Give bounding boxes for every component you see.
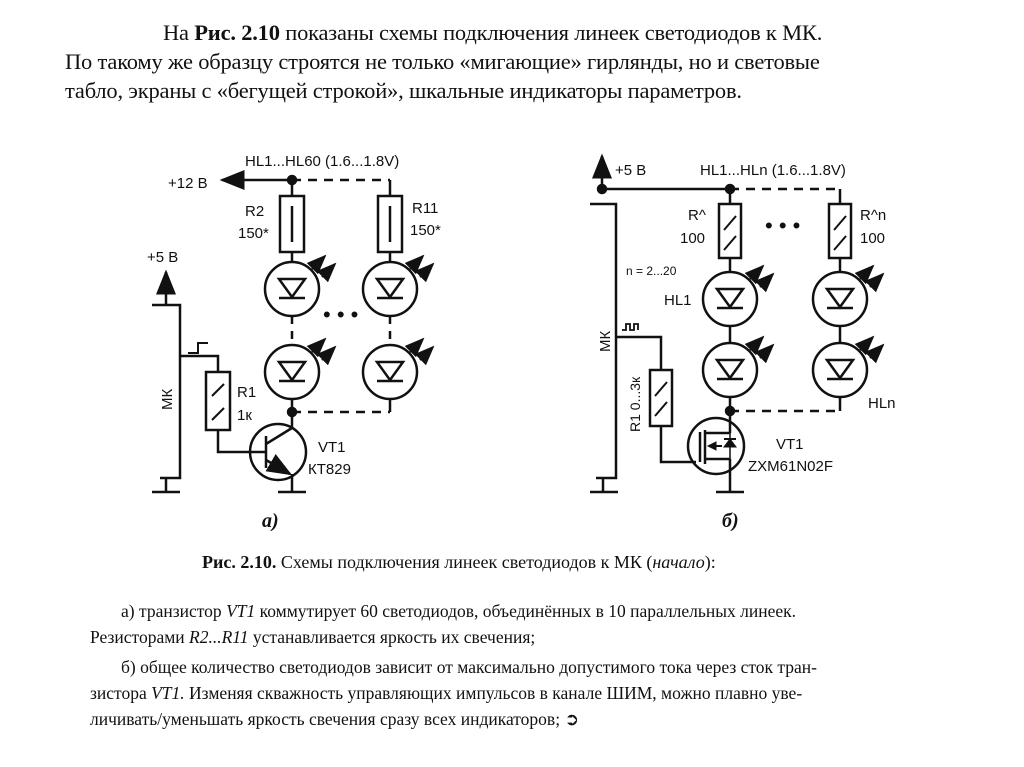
n-range-label: n = 2...20 — [626, 264, 677, 278]
description-a: а) транзистор VT1 коммутирует 60 светоди… — [90, 598, 981, 650]
schematic-a-caption: а) — [262, 510, 279, 532]
caption-ref: Рис. 2.10. — [202, 552, 277, 572]
description-b: б) общее количество светодиодов зависит … — [90, 654, 981, 732]
resistor-r1 — [648, 368, 674, 428]
intro-paragraph: На Рис. 2.10 показаны схемы подключения … — [65, 18, 965, 105]
desc-a-text: устанавливается яркость их свечения; — [248, 627, 536, 647]
intro-prefix: На — [163, 20, 195, 45]
vt1-part: КТ829 — [308, 461, 351, 478]
figure-reference: Рис. 2.10 — [194, 20, 280, 45]
led-icon — [703, 266, 773, 326]
r11-value: 150* — [410, 222, 441, 239]
rn-value: 100 — [860, 230, 885, 247]
intro-line-1: На Рис. 2.10 показаны схемы подключения … — [65, 18, 965, 47]
vt1-label: VT1 — [318, 439, 346, 456]
desc-a-text: коммутирует 60 светодиодов, объединённых… — [255, 601, 797, 621]
resistor-r1 — [204, 370, 232, 432]
r-label: R^ — [688, 207, 706, 224]
schematics-figure: HL1...HL60 (1.6...1.8V) +12 В R2 150* R1… — [147, 153, 896, 532]
r11-label: R11 — [412, 200, 438, 217]
desc-b-line-1: б) общее количество светодиодов зависит … — [121, 657, 817, 677]
desc-a-italic: VT1 — [226, 601, 256, 621]
mk-label: МК — [159, 389, 176, 410]
desc-a-text: а) транзистор — [121, 601, 227, 621]
ellipsis: • • • — [765, 213, 800, 238]
desc-b-text: зистора — [90, 683, 152, 703]
vt1-part: ZXM61N02F — [748, 458, 833, 475]
led-icon — [363, 256, 433, 316]
ellipsis: • • • — [323, 302, 358, 327]
schematic-a-header: HL1...HL60 (1.6...1.8V) — [245, 153, 399, 170]
led-icon — [363, 339, 433, 399]
desc-b-text: Изменяя скважность управляющих импульсов… — [184, 683, 803, 703]
resistor-rn — [827, 202, 853, 260]
hln-label: HLn — [868, 395, 896, 412]
caption-end: ): — [704, 552, 716, 572]
led-icon — [813, 337, 883, 397]
r1-label: R1 — [237, 384, 256, 401]
vt1-label: VT1 — [776, 436, 804, 453]
intro-line-3: табло, экраны с «бегущей строкой», шкаль… — [65, 78, 742, 103]
schematic-b-header: HL1...HLn (1.6...1.8V) — [700, 162, 846, 179]
rn-label: R^n — [860, 207, 886, 224]
r2-value: 150* — [238, 225, 269, 242]
intro-rest: показаны схемы подключения линеек светод… — [279, 20, 823, 45]
caption-text: Схемы подключения линеек светодиодов к М… — [276, 552, 653, 572]
resistor-r — [717, 202, 743, 260]
supply-5v-label: +5 В — [615, 162, 646, 179]
schematic-b-caption: б) — [722, 510, 739, 532]
caption-italic: начало — [652, 552, 705, 572]
led-icon — [265, 339, 335, 399]
continue-arrow-icon: ➲ — [564, 709, 580, 729]
schematic-b: +5 В HL1...HLn (1.6...1.8V) R^ 100 R^n 1… — [590, 153, 896, 532]
desc-a-italic: R2...R11 — [189, 627, 249, 647]
desc-b-italic: VT1. — [151, 683, 185, 703]
desc-b-line-3: личивать/уменьшать яркость свечения сраз… — [90, 709, 565, 729]
supply-5v-label: +5 В — [147, 249, 178, 266]
r2-label: R2 — [245, 203, 264, 220]
r-value: 100 — [680, 230, 705, 247]
mk-label: МК — [597, 331, 614, 352]
figure-caption: Рис. 2.10. Схемы подключения линеек свет… — [202, 552, 716, 573]
intro-line-2: По такому же образцу строятся не только … — [65, 49, 820, 74]
desc-a-text: Резисторами — [90, 627, 190, 647]
r1-value: 1к — [237, 407, 252, 424]
hl1-label: HL1 — [664, 292, 692, 309]
supply-12v-label: +12 В — [168, 175, 208, 192]
led-icon — [703, 337, 773, 397]
r1-label: R1 0...3к — [627, 376, 643, 432]
led-icon — [813, 266, 883, 326]
transistor-vt1-mosfet — [686, 416, 746, 476]
schematic-a: HL1...HL60 (1.6...1.8V) +12 В R2 150* R1… — [147, 153, 441, 532]
